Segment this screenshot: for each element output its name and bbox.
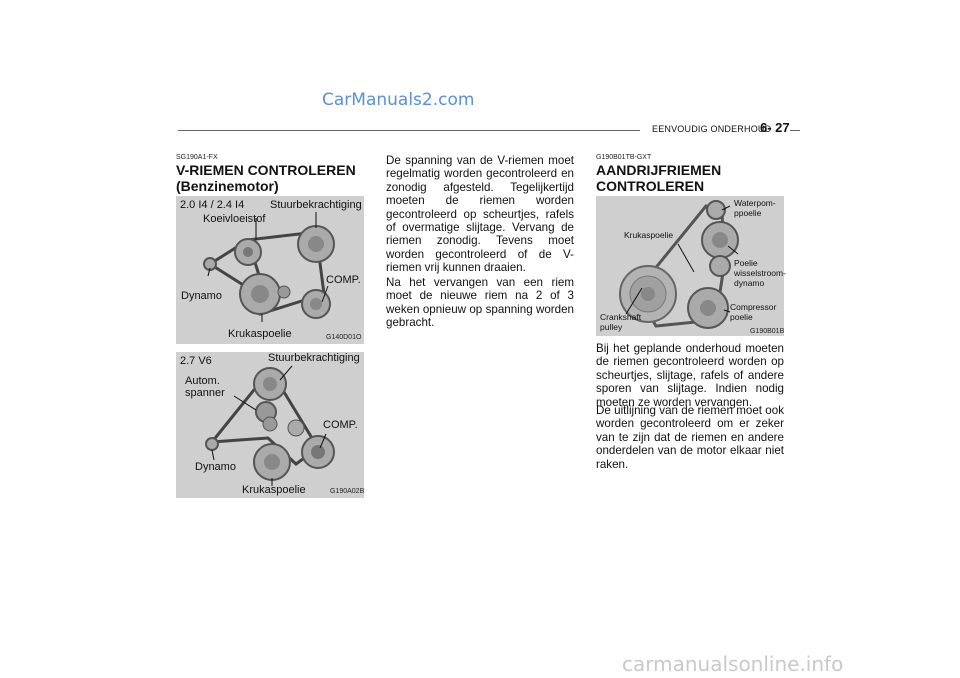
label-krukaspoelie: Krukaspoelie <box>624 230 674 240</box>
label-compressor: Compressor poelie <box>730 302 776 322</box>
label-line: ppoelie <box>734 208 762 218</box>
alternator-pulley <box>709 255 731 277</box>
watermark-top: CarManuals2.com <box>322 90 475 110</box>
belt-diagram-i4 <box>203 212 335 322</box>
belt-figure-diesel: Waterpom- ppoelie Krukaspoelie Poelie wi… <box>596 196 786 336</box>
figure-code: G190B01B <box>750 328 785 335</box>
leader-line <box>279 365 293 381</box>
compressor-pulley-hub <box>310 298 322 310</box>
body-paragraph-1: De spanning van de V-riemen moet regelma… <box>386 154 574 275</box>
idler-pulley <box>262 416 278 432</box>
label-line: poelie <box>730 312 753 322</box>
belt-diagram-v6 <box>205 365 335 486</box>
label-crankshaft: Crankshaft pulley <box>600 312 641 332</box>
leader-line <box>727 245 739 255</box>
idler-pulley-2 <box>287 419 305 437</box>
power-steering-pulley-hub <box>263 377 277 391</box>
page-number: 6- 27 <box>760 120 790 135</box>
section-title-line1: AANDRIJFRIEMEN <box>596 162 722 178</box>
leader-line <box>207 267 211 277</box>
label-comp: COMP. <box>326 274 361 286</box>
alternator-pulley <box>205 437 219 451</box>
section-title-line2: (Benzinemotor) <box>176 178 279 194</box>
crankshaft-pulley-hub <box>641 287 655 301</box>
label-dynamo: Dynamo <box>195 461 236 473</box>
label-line: dynamo <box>734 278 765 288</box>
label-line: Compressor <box>730 302 777 312</box>
section-title-line1: V-RIEMEN CONTROLEREN <box>176 162 356 178</box>
label-comp: COMP. <box>323 419 358 431</box>
engine-variant-label: 2.0 I4 / 2.4 I4 <box>180 199 245 211</box>
label-stuurbekrachtiging: Stuurbekrachtiging <box>268 352 360 364</box>
label-koeivloeistof: Koeivloeistof <box>203 213 266 225</box>
power-steering-pulley-hub <box>308 236 324 252</box>
label-dynamo: Dynamo <box>181 290 222 302</box>
leader-line <box>625 287 643 315</box>
compressor-pulley-hub <box>700 300 716 316</box>
belt-diagram-diesel <box>619 200 739 329</box>
leader-line <box>721 205 731 211</box>
label-krukaspoelie: Krukaspoelie <box>242 484 306 496</box>
leader-line <box>319 433 327 449</box>
label-line: Poelie <box>734 258 758 268</box>
label-krukaspoelie: Krukaspoelie <box>228 328 292 340</box>
belt-figure-benzine-v6: 2.7 V6 Stuurbekrachtiging Autom. spanner… <box>176 352 364 498</box>
idler-pulley-hub <box>712 232 728 248</box>
leader-line <box>321 285 329 303</box>
label-spanner: spanner <box>185 387 225 399</box>
leader-line <box>233 395 257 411</box>
belt-figure-benzine-i4: 2.0 I4 / 2.4 I4 Koeivloeistof Stuurbekra… <box>176 196 364 344</box>
compressor-pulley-hub <box>311 445 325 459</box>
coolant-pulley-hub <box>243 247 253 257</box>
figure-code: G140D01O <box>326 334 362 341</box>
crankshaft-pulley-hub <box>264 454 280 470</box>
label-line: wisselstroom- <box>734 268 786 278</box>
body-paragraph-2: Na het vervangen van een riem moet de ni… <box>386 276 574 330</box>
label-line: pulley <box>600 322 623 332</box>
idler-pulley <box>277 285 291 299</box>
label-stuurbekrachtiging: Stuurbekrachtiging <box>270 199 362 211</box>
engine-variant-label: 2.7 V6 <box>180 355 212 367</box>
label-poelie-dynamo: Poelie wisselstroom- dynamo <box>734 258 786 288</box>
watermark-bottom: carmanualsonline.info <box>622 652 844 676</box>
body-paragraph-3: Bij het geplande onderhoud moeten de rie… <box>596 342 784 409</box>
leader-line <box>211 449 215 461</box>
leader-line <box>677 243 695 273</box>
leader-line <box>723 309 731 313</box>
running-head: EENVOUDIG ONDERHOUD <box>652 124 772 134</box>
section-code: G190B01TB-GXT <box>596 154 652 161</box>
label-line: Crankshaft <box>600 312 642 322</box>
figure-code: G190A02B <box>330 488 365 495</box>
header-rule <box>178 130 640 131</box>
section-code: SG190A1-FX <box>176 154 218 161</box>
label-line: Waterpom- <box>734 198 776 208</box>
header-rule-right <box>790 130 800 131</box>
crankshaft-pulley-hub <box>251 285 269 303</box>
waterpump-pulley <box>706 200 726 220</box>
label-autom: Autom. <box>185 375 220 387</box>
label-waterpomp: Waterpom- ppoelie <box>734 198 776 218</box>
section-title: V-RIEMEN CONTROLEREN (Benzinemotor) <box>176 162 376 194</box>
body-paragraph-4: De uitlijning van de riemen moet ook wor… <box>596 404 784 471</box>
